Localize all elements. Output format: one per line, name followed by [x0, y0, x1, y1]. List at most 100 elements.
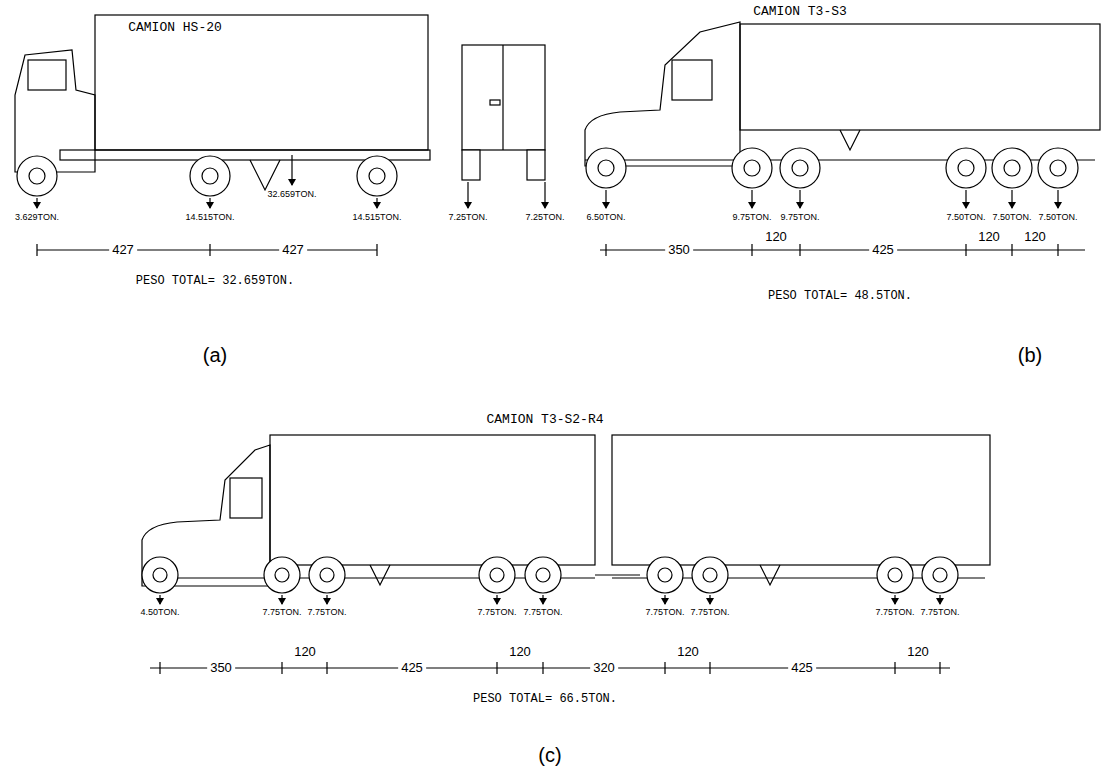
drawing-part [376, 198, 377, 208]
axle-load: 7.50TON. [1039, 213, 1078, 223]
dimension: 350 [665, 243, 693, 257]
drawing-part [709, 595, 710, 604]
drawing-part [799, 244, 800, 256]
drawing-part [202, 168, 218, 184]
drawing-part [939, 662, 940, 674]
drawing-part [1057, 190, 1058, 208]
drawing-part [692, 557, 728, 593]
drawing-part [612, 435, 990, 565]
drawing-part [1011, 190, 1012, 208]
drawing-part [190, 156, 230, 196]
drawing-part [309, 557, 345, 593]
drawing-part [17, 156, 397, 196]
drawing-part [598, 160, 614, 176]
truck-title: CAMION HS-20 [128, 21, 222, 35]
drawing-part [281, 595, 282, 604]
drawing-part [792, 160, 808, 176]
axle-load: 7.25TON. [449, 213, 488, 223]
rear-view [462, 45, 545, 180]
drawing-part [15, 50, 95, 172]
drawing-part [877, 557, 913, 593]
drawing-part [270, 435, 595, 565]
drawing-part [467, 182, 468, 208]
drawing-part [751, 190, 752, 208]
drawing-part [281, 662, 282, 674]
drawing-part [780, 148, 820, 188]
drawing-part [250, 160, 280, 190]
drawing-part [664, 595, 665, 604]
drawing-part [150, 667, 950, 668]
t3s2r4-truck [142, 435, 990, 593]
drawing-part [992, 148, 1032, 188]
drawing-part [496, 595, 497, 604]
drawing-part [965, 244, 966, 256]
axle-load: 3.629TON. [15, 213, 59, 223]
drawing-part [647, 557, 683, 593]
drawing-part [320, 568, 334, 582]
drawing-part [585, 22, 740, 166]
drawing-part [542, 662, 543, 674]
axle-load: 6.50TON. [587, 213, 626, 223]
drawing-part [542, 595, 543, 604]
drawing-part [142, 557, 178, 593]
load-arrow [160, 595, 940, 604]
load-arrow [606, 190, 1058, 208]
drawing-part [29, 168, 45, 184]
dimension: 320 [590, 661, 618, 675]
axle-load: 14.515TON. [186, 213, 235, 223]
total-load: 32.659TON. [268, 190, 317, 200]
dimension-line [37, 244, 377, 256]
axle-load: 7.50TON. [993, 213, 1032, 223]
axle-load: 7.50TON. [947, 213, 986, 223]
axle-load: 7.75TON. [263, 608, 302, 618]
drawing-part [159, 662, 160, 674]
drawing-part [37, 249, 377, 250]
drawing-part [490, 568, 504, 582]
drawing-part [264, 557, 300, 593]
drawing-part [36, 244, 37, 256]
drawing-part [462, 150, 480, 180]
drawing-part [326, 662, 327, 674]
total-weight: PESO TOTAL= 48.5TON. [768, 290, 912, 303]
drawing-part [840, 130, 860, 150]
dimension: 425 [788, 661, 816, 675]
dimension: 120 [904, 645, 932, 659]
dimension: 120 [291, 645, 319, 659]
drawing-part [142, 557, 958, 593]
figure-label: (c) [538, 744, 561, 766]
drawing-part [357, 156, 397, 196]
drawing-part [159, 595, 160, 604]
dimension: 120 [674, 645, 702, 659]
axle-load: 9.75TON. [781, 213, 820, 223]
drawing-part [946, 148, 986, 188]
drawing-part [17, 156, 57, 196]
drawing-part [36, 198, 37, 208]
drawing-part [291, 155, 292, 185]
drawing-part [760, 565, 780, 585]
dimension: 350 [207, 661, 235, 675]
drawing-part [586, 148, 626, 188]
drawing-part [799, 190, 800, 208]
drawing-part [894, 662, 895, 674]
dimension: 120 [975, 230, 1003, 244]
axle-load: 4.50TON. [141, 608, 180, 618]
drawing-part [230, 478, 262, 518]
drawing-part [536, 568, 550, 582]
drawing-part [965, 190, 966, 208]
load-arrow [37, 155, 377, 208]
drawing-part [744, 160, 760, 176]
drawing-part [888, 568, 902, 582]
load-arrow [468, 182, 545, 208]
drawing-part [496, 662, 497, 674]
drawing-part [672, 60, 712, 100]
drawing-part [209, 244, 210, 256]
drawing-part [933, 568, 947, 582]
axle-load: 7.75TON. [478, 608, 517, 618]
dimension: 425 [869, 243, 897, 257]
drawing-part [275, 568, 289, 582]
axle-load: 7.25TON. [526, 213, 565, 223]
drawing-part [95, 15, 428, 150]
axle-load: 14.515TON. [353, 213, 402, 223]
axle-load: 7.75TON. [524, 608, 563, 618]
